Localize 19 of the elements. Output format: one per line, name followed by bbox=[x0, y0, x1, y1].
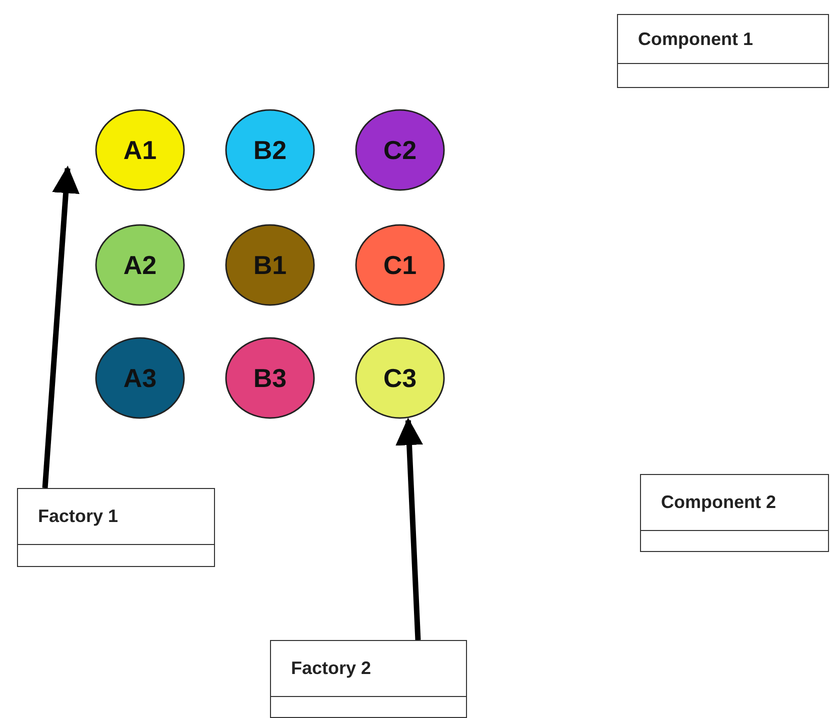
node-label: A2 bbox=[123, 250, 157, 280]
class-name: Component 2 bbox=[661, 492, 776, 513]
arrow bbox=[42, 166, 80, 488]
node-label: B3 bbox=[253, 362, 287, 394]
class-box bbox=[270, 640, 467, 718]
node-label: A3 bbox=[123, 362, 157, 394]
class-name: Component 1 bbox=[638, 28, 753, 50]
class-box bbox=[617, 14, 829, 88]
node-label: C1 bbox=[383, 250, 417, 280]
node-label: B2 bbox=[253, 134, 287, 166]
class-box bbox=[640, 474, 829, 552]
class-name: Factory 2 bbox=[291, 658, 372, 679]
class-box bbox=[17, 488, 215, 567]
class-name: Factory 1 bbox=[38, 506, 118, 527]
node-label: B1 bbox=[253, 250, 287, 280]
node-label: C3 bbox=[383, 362, 417, 394]
arrow bbox=[396, 418, 423, 640]
node-label: A1 bbox=[123, 134, 157, 166]
node-label: C2 bbox=[383, 134, 417, 166]
